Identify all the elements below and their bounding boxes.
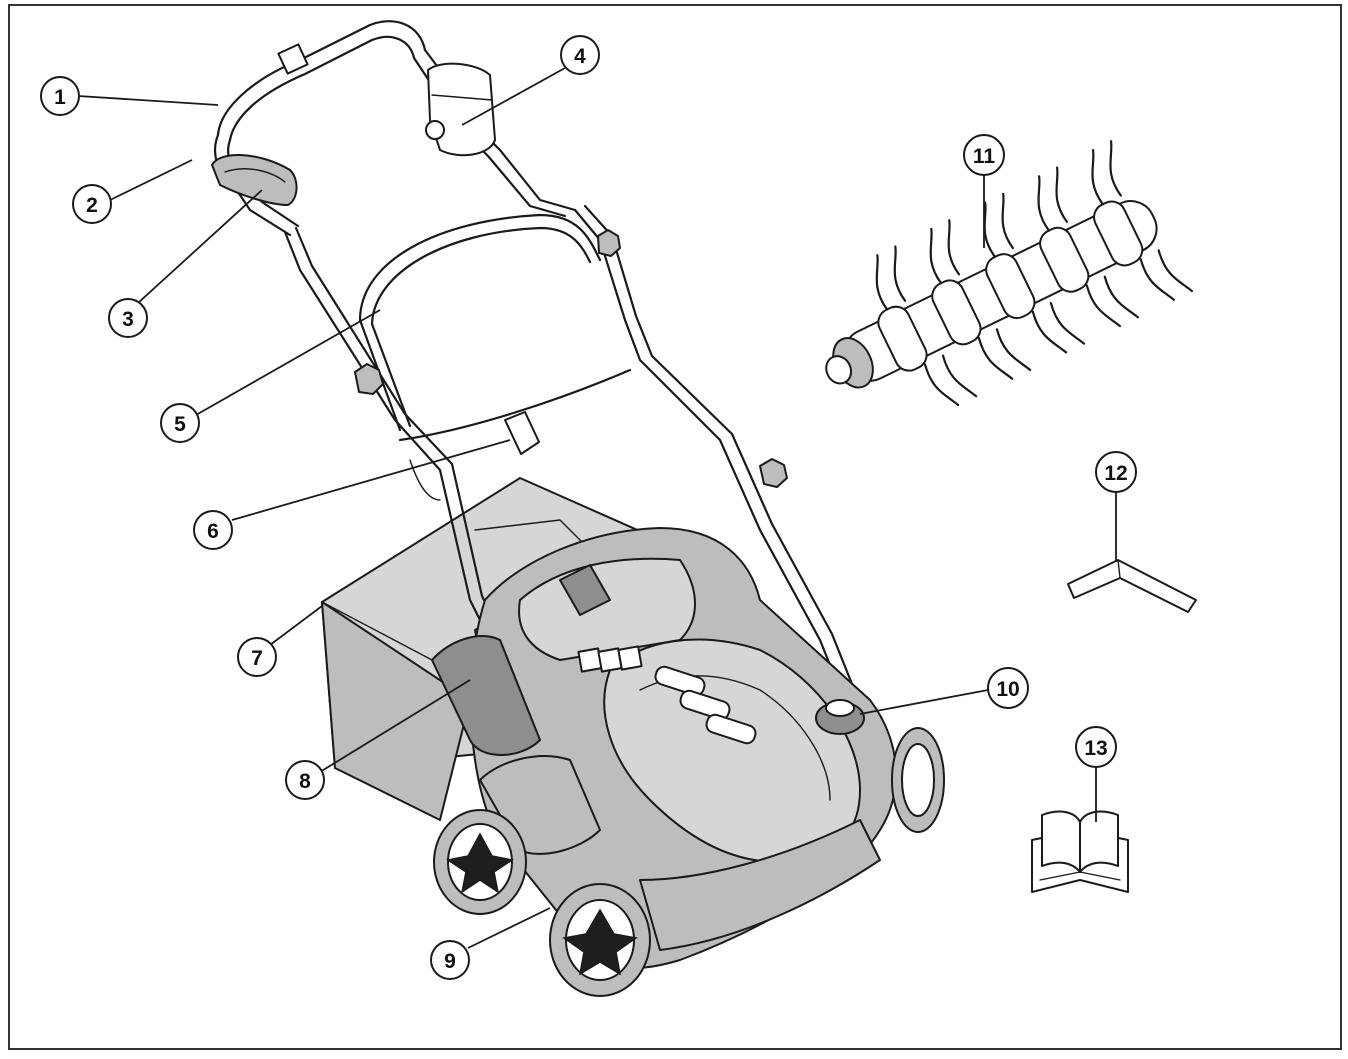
scarifier-body bbox=[431, 527, 897, 970]
leader-2 bbox=[109, 159, 193, 201]
leader-8 bbox=[319, 679, 471, 773]
callout-10: 10 bbox=[987, 667, 1029, 709]
svg-text:5: 5 bbox=[174, 413, 186, 436]
svg-text:11: 11 bbox=[973, 145, 996, 168]
callout-8: 8 bbox=[285, 760, 325, 800]
wheel-rear-left bbox=[433, 809, 527, 915]
leader-5 bbox=[195, 309, 381, 416]
svg-text:6: 6 bbox=[207, 520, 219, 543]
leader-4 bbox=[461, 67, 566, 126]
leader-1 bbox=[77, 95, 219, 106]
callout-12: 12 bbox=[1095, 451, 1137, 493]
svg-text:9: 9 bbox=[444, 950, 456, 973]
leader-7 bbox=[269, 605, 323, 646]
leader-10 bbox=[859, 689, 989, 715]
wheel-front-left bbox=[549, 883, 651, 997]
manual-book bbox=[1031, 810, 1129, 893]
svg-text:3: 3 bbox=[122, 308, 134, 331]
leader-lines bbox=[77, 67, 1117, 949]
wheel-right bbox=[891, 727, 945, 833]
callouts: 1 2 3 4 5 6 7 8 bbox=[40, 35, 1137, 980]
scarifier-roller bbox=[825, 140, 1193, 407]
leader-9 bbox=[467, 907, 551, 949]
svg-text:10: 10 bbox=[996, 678, 1019, 701]
leader-3 bbox=[137, 189, 263, 304]
wheels bbox=[433, 727, 945, 997]
callout-13: 13 bbox=[1075, 726, 1117, 768]
svg-text:2: 2 bbox=[86, 194, 98, 217]
svg-text:4: 4 bbox=[574, 45, 586, 68]
cable-strain-relief bbox=[398, 368, 632, 501]
switch-box bbox=[425, 62, 496, 157]
svg-text:7: 7 bbox=[251, 647, 263, 670]
svg-text:1: 1 bbox=[54, 86, 66, 109]
callout-3: 3 bbox=[108, 298, 148, 338]
callout-9: 9 bbox=[430, 940, 470, 980]
roller-discs bbox=[877, 200, 1144, 372]
roller-tines bbox=[875, 140, 1193, 407]
callout-6: 6 bbox=[193, 510, 233, 550]
callout-11: 11 bbox=[963, 134, 1005, 176]
svg-text:13: 13 bbox=[1084, 737, 1107, 760]
callout-5: 5 bbox=[160, 403, 200, 443]
callout-4: 4 bbox=[560, 35, 600, 75]
svg-text:8: 8 bbox=[299, 770, 311, 793]
callout-2: 2 bbox=[72, 184, 112, 224]
callout-7: 7 bbox=[237, 637, 277, 677]
callout-1: 1 bbox=[40, 76, 80, 116]
leader-6 bbox=[231, 439, 511, 521]
hex-key bbox=[1067, 559, 1197, 613]
switch-lever bbox=[211, 154, 298, 206]
svg-text:12: 12 bbox=[1104, 462, 1127, 485]
